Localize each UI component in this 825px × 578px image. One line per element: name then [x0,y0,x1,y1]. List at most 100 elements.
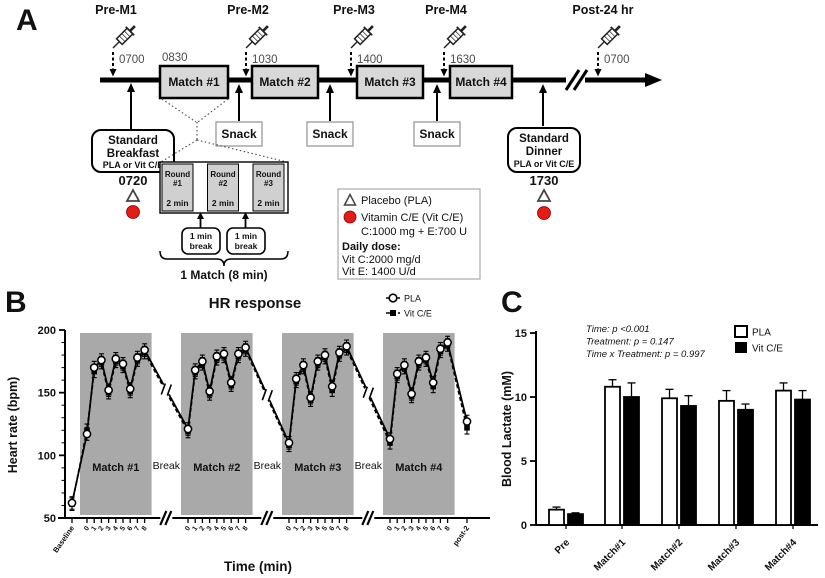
sampling-pre-m3: Pre-M3 1400 [333,3,383,77]
line-break-slash [368,387,375,399]
legend-open-square-icon [734,325,748,338]
round-number: #3 [264,179,273,188]
x-tick-label: 1 [191,525,199,532]
dinner-line3: PLA or Vit C/E [514,159,575,169]
sampling-pre-m4: Pre-M4 1630 [425,3,476,77]
sample-time: 1400 [357,54,383,66]
y-tick-label: 150 [38,388,56,400]
axis-break-slash [265,510,274,526]
pla-marker [104,385,113,395]
pla-marker [118,359,128,369]
x-tick-label: 4 [314,525,322,532]
snack-label: Snack [312,127,348,141]
pla-marker [436,344,445,354]
pla-marker [133,353,142,362]
match-box-2: Match #2 [250,64,320,100]
legend-open-circle-icon [388,293,398,303]
match-box-4: Match #4 [448,64,514,100]
sample-arrowhead [109,69,117,77]
x-tick-label: post-2 [451,524,471,548]
pla-marker [299,360,308,370]
syringe-icon [107,20,141,54]
x-tick-label: 8 [444,525,452,532]
match-label: Match #2 [259,75,311,89]
y-axis-label: Heart rate (bpm) [6,377,20,474]
break-label: Break [355,460,383,472]
match-detail-caption: 1 Match (8 min) [180,268,267,282]
axis-break-slash [164,510,173,526]
x-tick-label: 2 [300,525,308,532]
line-break-slash [261,388,268,401]
x-tick-label: 3 [307,525,315,532]
breakfast-box: Standard Breakfast PLA or Vit C/E 0720 [91,83,175,219]
placebo-triangle-icon [343,192,357,206]
chart-title: HR response [209,295,302,312]
dinner-line2: Dinner [526,146,563,158]
panel-c-letter: C [501,286,523,319]
bar-Vit C/E [680,405,697,526]
timeline-break-slash [572,69,589,91]
treatment-legend: Placebo (PLA) Vitamin C/E (Vit C/E) C:10… [337,188,481,280]
line-break-slash [166,384,173,396]
syringe-icon [592,20,626,54]
region-label: Match #1 [92,462,139,474]
x-tick-label: 8 [242,525,250,532]
pla-marker [89,363,99,372]
pla-marker [190,365,200,375]
x-tick-label: 1 [292,525,300,532]
daily-vit-e: Vit E: 1400 U/d [342,266,416,278]
break-line1: 1 min [235,231,257,241]
sample-time: 0700 [604,54,630,66]
snack-box-3: Snack [413,84,461,147]
pla-marker [97,355,106,365]
bar-PLA [775,389,792,526]
y-tick-label: 50 [44,513,56,525]
placebo-triangle-icon [536,188,552,202]
daily-dose-heading: Daily dose: [342,241,401,253]
panel-a-letter: A [16,4,38,37]
x-tick-label: 7 [336,525,344,532]
pla-marker [111,354,121,364]
dinner-line1: Standard [519,133,569,145]
daily-vit-c: Vit C:2000 mg/d [342,254,421,266]
x-tick-label: 6 [328,525,336,532]
pla-marker [284,438,294,448]
round-number: #2 [219,179,228,188]
vitamin-label: Vitamin C/E (Vit C/E) [361,212,463,224]
match-label: Match #1 [168,75,220,89]
x-tick-label: 5 [321,525,329,532]
x-tick-label: 1 [393,525,401,532]
break-line2: break [235,241,258,251]
round-name: Round [165,170,190,179]
x-tick-label: 0 [285,525,293,532]
sampling-pre-m1: Pre-M1 0700 [95,3,145,77]
stats-line: Treatment: p = 0.147 [586,337,674,348]
vitamin-dot-icon [537,206,551,220]
pla-marker [226,378,236,387]
breakfast-line3: PLA or Vit C/E [103,160,164,170]
match-detail-connectors [160,98,288,163]
legend-filled-square-icon [390,310,396,316]
pla-marker [400,360,409,370]
round-name: Round [210,170,235,179]
x-tick-label: 6 [429,525,437,532]
line-break-slash [362,386,369,398]
dinner-time: 1730 [530,173,559,188]
pla-marker [327,382,337,391]
match-label: Match #4 [455,75,507,89]
panel-b-letter: B [5,286,27,319]
x-tick-label: 4 [213,525,221,532]
sample-arrowhead [242,69,250,77]
axis-break-slash [361,510,370,526]
snack-label: Snack [221,127,257,141]
placebo-label: Placebo (PLA) [361,195,432,207]
bar-Vit C/E [737,408,754,526]
vitamin-dot-icon [343,210,357,224]
y-tick-label: 100 [38,450,56,462]
sample-time: 0700 [119,54,145,66]
match1-start-time: 0830 [162,52,188,64]
bar-Vit C/E [567,513,584,526]
round-duration: 2 min [257,198,279,208]
round-name: Round [256,170,281,179]
round-break-1: 1 min break [181,212,221,255]
